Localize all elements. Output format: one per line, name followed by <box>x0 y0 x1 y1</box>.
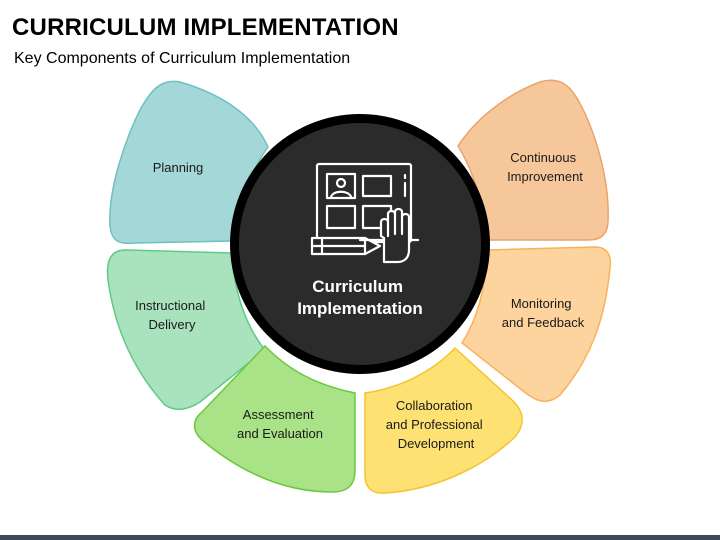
component-assessment-evaluation: Assessment and Evaluation <box>193 344 356 493</box>
petal-shape <box>461 246 612 402</box>
center-hub: Curriculum Implementation <box>230 114 490 374</box>
page-title: CURRICULUM IMPLEMENTATION <box>12 14 399 41</box>
petal-label: Continuous Improvement <box>507 150 583 184</box>
petal-label: Monitoring and Feedback <box>502 296 585 330</box>
component-continuous-improvement: Continuous Improvement <box>457 79 609 241</box>
petal-shape <box>106 249 267 410</box>
petal-label: Assessment and Evaluation <box>237 407 323 441</box>
petal-label: Planning <box>153 160 204 175</box>
component-monitoring-feedback: Monitoring and Feedback <box>461 246 612 402</box>
petal-label: Collaboration and Professional Developme… <box>386 398 486 451</box>
petal-label: Instructional Delivery <box>135 298 209 332</box>
petal-shape <box>364 346 523 494</box>
component-planning: Planning <box>109 80 269 245</box>
center-label: Curriculum Implementation <box>297 277 423 318</box>
petal-shape <box>193 344 356 493</box>
component-instructional-delivery: Instructional Delivery <box>106 249 267 410</box>
page-subtitle: Key Components of Curriculum Implementat… <box>14 50 351 67</box>
worksheet-pencil-hand-icon <box>310 162 420 264</box>
component-collaboration-development: Collaboration and Professional Developme… <box>364 346 523 494</box>
footer-bar <box>0 535 720 540</box>
